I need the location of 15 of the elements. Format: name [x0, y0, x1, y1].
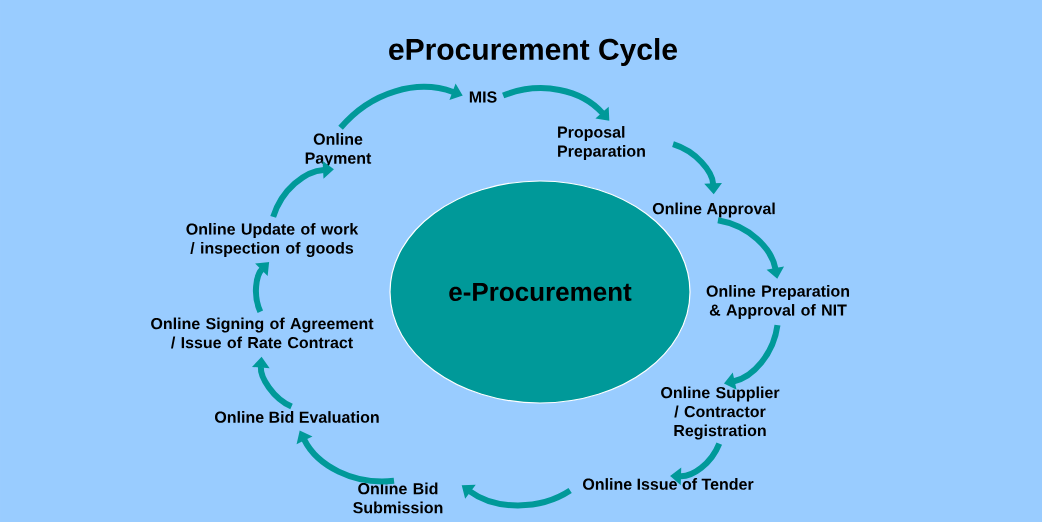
- step-label: Online Bid Evaluation: [215, 411, 379, 423]
- step-label: Online Bid Submission: [353, 482, 443, 514]
- curved-arrow: [270, 161, 334, 218]
- step-label: MIS: [469, 91, 497, 103]
- step-label: Online Payment: [305, 133, 372, 167]
- step-label: Online Preparation & Approval of NIT: [706, 285, 849, 319]
- curved-arrow: [502, 85, 610, 121]
- curved-arrow: [670, 442, 722, 486]
- step-label: Proposal Preparation: [558, 126, 645, 160]
- curved-arrow: [717, 217, 785, 279]
- curved-arrow: [338, 83, 463, 130]
- step-label: Online Issue of Tender: [583, 478, 754, 490]
- step-label: Online Signing of Agreement / Issue of Rate Contract: [151, 317, 374, 349]
- title: eProcurement Cycle: [389, 38, 677, 66]
- step-label: Online Update of work / inspection of goods: [186, 223, 359, 257]
